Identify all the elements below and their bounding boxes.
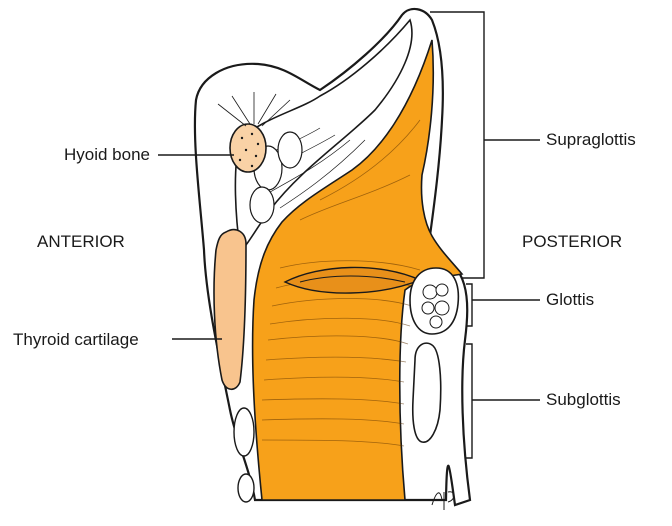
supraglottis-label: Supraglottis xyxy=(546,130,636,150)
cricoid-posterior xyxy=(413,343,441,442)
glottis-label: Glottis xyxy=(546,290,594,310)
hyoid-bone-label: Hyoid bone xyxy=(64,145,150,165)
posterior-label: POSTERIOR xyxy=(522,232,622,252)
hyoid-bone-shape xyxy=(230,124,266,172)
thyroid-cartilage-shape xyxy=(214,230,246,390)
subglottis-bracket xyxy=(466,344,472,458)
subglottis-label: Subglottis xyxy=(546,390,621,410)
thyroid-cartilage-label: Thyroid cartilage xyxy=(13,330,139,350)
anterior-label: ANTERIOR xyxy=(37,232,125,252)
